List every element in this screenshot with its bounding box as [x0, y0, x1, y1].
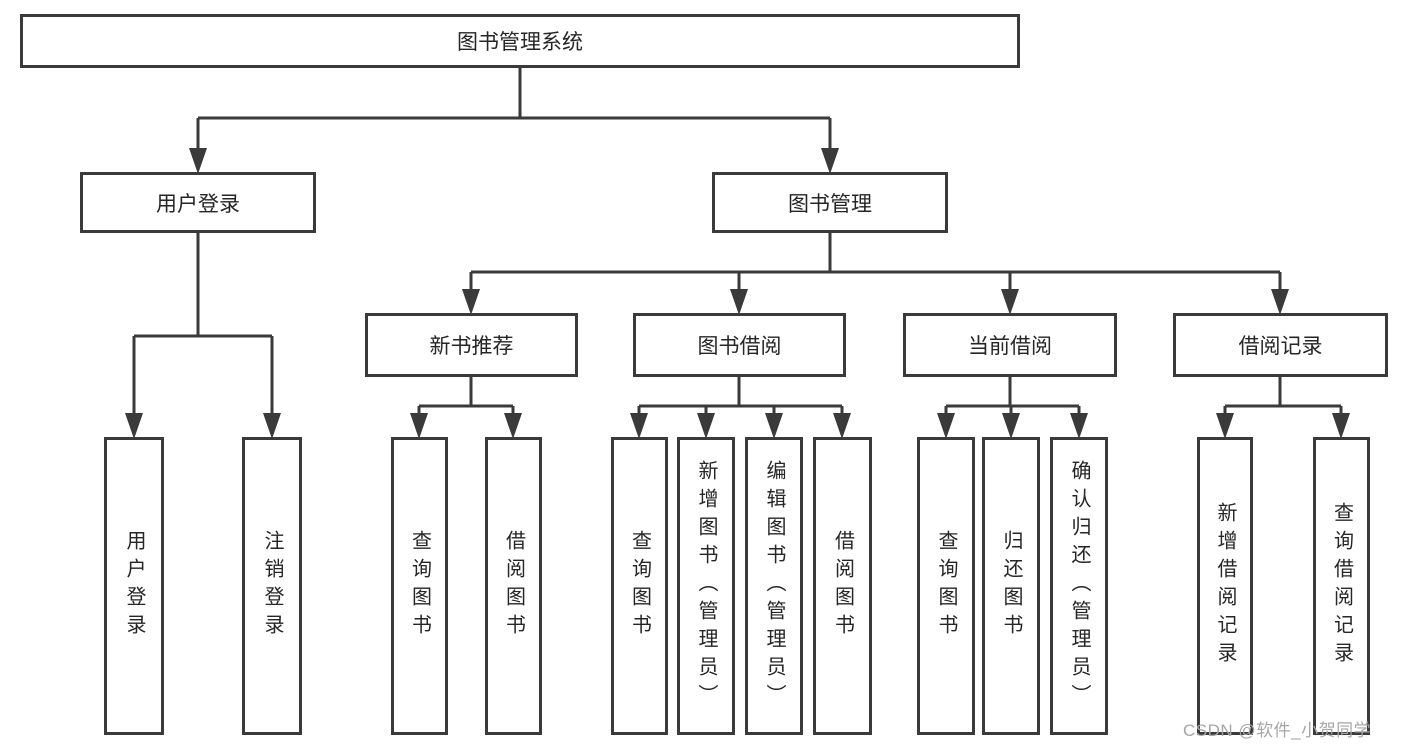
- arrow-down-icon: [821, 148, 839, 174]
- edge-bookmgmt-to-level3: [469, 233, 1282, 292]
- node-current-borrow: 当前借阅: [903, 313, 1117, 377]
- edge-borrowrecords-to-leaves: [1223, 377, 1343, 416]
- leaf-confirm-return-admin: 确认归还（管理员）: [1050, 437, 1108, 735]
- arrow-down-icon: [765, 413, 783, 439]
- edge-bookborrow-to-leaves: [637, 377, 844, 416]
- leaf-borrow-books: 借阅图书: [813, 437, 872, 735]
- arrow-down-icon: [1216, 413, 1234, 439]
- leaf-add-books-admin: 新增图书（管理员）: [677, 437, 735, 735]
- arrow-down-icon: [504, 413, 522, 439]
- node-book-borrow: 图书借阅: [633, 313, 846, 377]
- arrow-down-icon: [189, 148, 207, 174]
- leaf-query-books-recommend: 查询图书: [391, 437, 448, 735]
- node-user-login: 用户登录: [80, 172, 316, 233]
- node-borrow-records: 借阅记录: [1173, 313, 1388, 377]
- leaf-return-books: 归还图书: [982, 437, 1040, 735]
- edge-currentborrow-to-leaves: [944, 377, 1081, 416]
- edge-userlogin-to-leaves: [132, 233, 274, 416]
- leaf-query-borrow-record: 查询借阅记录: [1313, 437, 1370, 735]
- arrow-down-icon: [1070, 413, 1088, 439]
- arrow-down-icon: [730, 289, 748, 315]
- leaf-user-login: 用户登录: [104, 437, 164, 735]
- edge-newbook-to-leaves: [417, 377, 515, 416]
- arrowheads: [125, 148, 1350, 439]
- leaf-query-books-current: 查询图书: [917, 437, 975, 735]
- node-new-book-recommend: 新书推荐: [365, 313, 578, 377]
- leaf-edit-books-admin: 编辑图书（管理员）: [745, 437, 803, 735]
- arrow-down-icon: [125, 413, 143, 439]
- arrow-down-icon: [1002, 413, 1020, 439]
- arrow-down-icon: [462, 289, 480, 315]
- arrow-down-icon: [1271, 289, 1289, 315]
- edge-root-to-level2: [196, 68, 832, 152]
- leaf-query-books-borrow: 查询图书: [611, 437, 668, 735]
- arrow-down-icon: [630, 413, 648, 439]
- node-book-management: 图书管理: [712, 172, 948, 233]
- arrow-down-icon: [833, 413, 851, 439]
- arrow-down-icon: [410, 413, 428, 439]
- arrow-down-icon: [1332, 413, 1350, 439]
- arrow-down-icon: [697, 413, 715, 439]
- arrow-down-icon: [1001, 289, 1019, 315]
- leaf-add-borrow-record: 新增借阅记录: [1197, 437, 1253, 735]
- watermark-text: CSDN @软件_小贺同学: [1183, 721, 1372, 740]
- arrow-down-icon: [263, 413, 281, 439]
- leaf-logout: 注销登录: [242, 437, 302, 735]
- node-library-management-system: 图书管理系统: [20, 14, 1020, 68]
- leaf-borrow-books-recommend: 借阅图书: [485, 437, 542, 735]
- arrow-down-icon: [937, 413, 955, 439]
